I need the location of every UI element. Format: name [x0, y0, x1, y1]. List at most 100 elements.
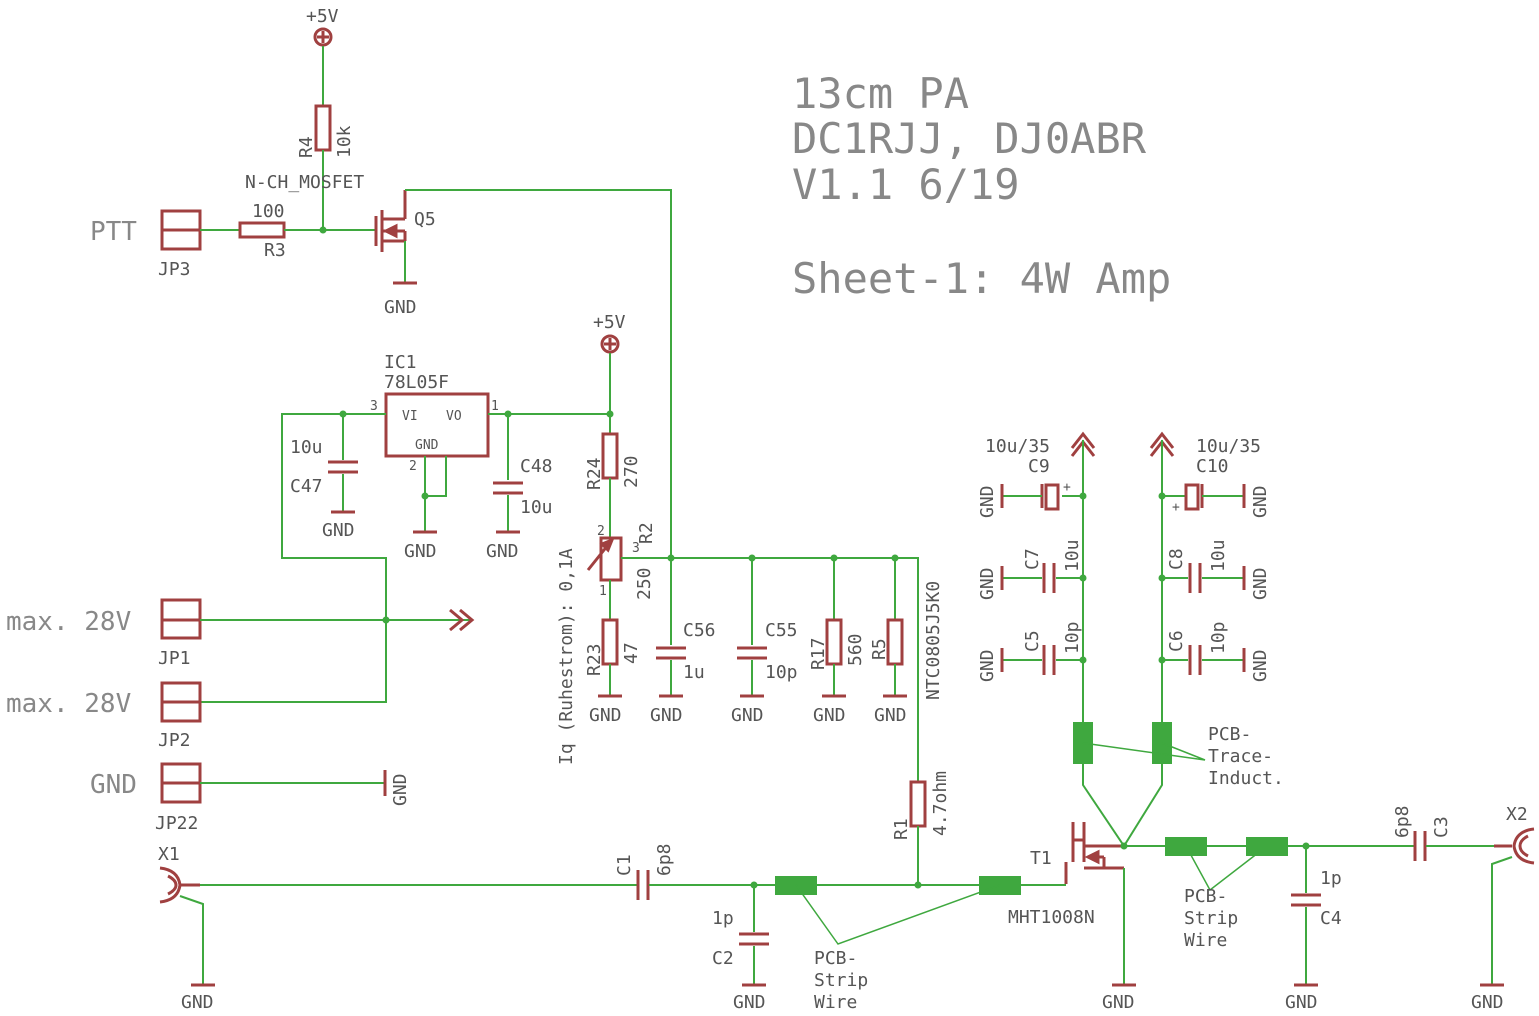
gnd-label: GND: [1285, 992, 1318, 1013]
connector-jp3: PTT JP3: [90, 209, 202, 280]
connector-x1: X1: [158, 844, 200, 904]
note-strip-wire-in: PCB- Strip Wire: [814, 948, 868, 1013]
pin-vo: VO: [446, 409, 462, 424]
gnd-label: GND: [977, 649, 998, 682]
connector-name: JP1: [158, 648, 191, 669]
part-value: 6p8: [1392, 805, 1413, 838]
part-name: C7: [1022, 548, 1043, 570]
pin-2: 2: [409, 459, 417, 474]
part-name: R23: [584, 643, 605, 676]
drain-supply-section: + 10u/35 C9 GND C7 10u GND C5 10p GND: [977, 431, 1284, 848]
capacitor-c1: C1 6p8: [614, 843, 675, 900]
bias-section: +5V R24 270 2 3 1 R2 250 Iq (Ruhestrom):…: [556, 312, 951, 885]
part-name: R24: [584, 457, 605, 490]
pin-2: 2: [597, 524, 605, 539]
pin-1: 1: [491, 399, 499, 414]
resistor-r1: R1 4.7ohm: [891, 771, 951, 840]
gnd-label: GND: [733, 992, 766, 1013]
part-name: R2: [636, 522, 657, 544]
gnd-label: GND: [486, 541, 519, 562]
part-name: C56: [683, 620, 716, 641]
capacitor-c3: 6p8 C3: [1392, 805, 1452, 861]
connector-jp2: max. 28V JP2: [6, 681, 202, 751]
part-value: 47: [621, 642, 642, 664]
gnd-label: GND: [181, 992, 214, 1013]
part-name: C2: [712, 948, 734, 969]
part-value: 4.7ohm: [930, 771, 951, 836]
note-line: PCB-: [1184, 886, 1227, 907]
part-name: C1: [614, 854, 635, 876]
pin-gnd: GND: [415, 438, 439, 453]
supply-plus5v-bias: +5V: [593, 312, 626, 354]
part-value: 10p: [1062, 621, 1083, 654]
gnd-label: GND: [650, 705, 683, 726]
title-line-1: 13cm PA: [792, 69, 969, 118]
part-value: 270: [621, 455, 642, 488]
part-name: C10: [1196, 456, 1229, 477]
connector-x2: X2: [1494, 804, 1535, 865]
svg-text:+: +: [1063, 480, 1071, 495]
part-value: 100: [252, 201, 285, 222]
part-value: 250: [634, 567, 655, 600]
bias-note: Iq (Ruhestrom): 0,1A: [556, 548, 577, 765]
part-name: R17: [808, 637, 829, 670]
part-name: C47: [290, 476, 323, 497]
connector-name: JP3: [158, 259, 191, 280]
part-value: 10u: [1062, 539, 1083, 572]
gnd-label: GND: [1250, 649, 1271, 682]
capacitor-c48: C48 10u: [493, 456, 553, 518]
thermistor-r5: R5 NTC0805J5K0: [869, 581, 944, 700]
part-value: 6p8: [654, 843, 675, 876]
capacitor-c10: + 10u/35 C10: [1172, 436, 1261, 515]
capacitor-c8: C8 10u: [1166, 539, 1229, 593]
resistor-r3: 100 R3: [238, 201, 286, 261]
gnd-label: GND: [322, 520, 355, 541]
connector-jp1: max. 28V JP1: [6, 598, 202, 669]
connector-name: JP2: [158, 730, 191, 751]
capacitor-c56: C56 1u: [656, 620, 716, 683]
note-strip-wire-out: PCB- Strip Wire: [1184, 886, 1238, 951]
supply-label: +5V: [593, 312, 626, 333]
part-name: IC1: [384, 352, 417, 373]
supply-plus5v-top: +5V: [306, 6, 339, 47]
note-line: Induct.: [1208, 768, 1284, 789]
connector-label: max. 28V: [6, 607, 131, 637]
ptt-section: +5V R4 10k PTT JP3 100 R3: [90, 6, 672, 558]
part-value: 10u/35: [1196, 436, 1261, 457]
supply-label: +5V: [306, 6, 339, 27]
capacitor-c7: C7 10u: [1022, 539, 1083, 593]
gnd-label: GND: [1102, 992, 1135, 1013]
note-line: Strip: [814, 970, 868, 991]
connector-name: X1: [158, 844, 180, 865]
part-name: C8: [1166, 548, 1187, 570]
rf-output-section: PCB- Strip Wire 1p C4 GND 6p8 C3 X2: [1120, 804, 1535, 1013]
note-line: Trace-: [1208, 746, 1273, 767]
gnd-label: GND: [813, 705, 846, 726]
connector-label: GND: [90, 770, 137, 800]
capacitor-c4: 1p C4: [1291, 868, 1342, 929]
connector-jp22: GND JP22: [90, 762, 202, 834]
regulator-section: VI VO GND IC1 78L05F 3 1 2 10u C47 GND G…: [200, 352, 612, 703]
part-value: 1p: [712, 908, 734, 929]
note-line: Strip: [1184, 908, 1238, 929]
gnd-label: GND: [977, 485, 998, 518]
gnd-label: GND: [874, 705, 907, 726]
gnd-label: GND: [1250, 485, 1271, 518]
part-name: C9: [1028, 456, 1050, 477]
gnd-label: GND: [1250, 567, 1271, 600]
part-name: R5: [869, 638, 890, 660]
gnd-label: GND: [390, 773, 411, 806]
part-name: T1: [1030, 848, 1052, 869]
part-name: Q5: [414, 209, 436, 230]
svg-text:+: +: [1172, 500, 1180, 515]
power-input-section: max. 28V JP1 max. 28V JP2 GND JP22 GND: [6, 598, 475, 834]
part-value: N-CH_MOSFET: [245, 172, 364, 193]
part-value: 1u: [683, 662, 705, 683]
resistor-r23: R23 47: [584, 618, 642, 676]
pin-1: 1: [599, 584, 607, 599]
resistor-r4: R4 10k: [296, 104, 355, 158]
connector-name: X2: [1506, 804, 1528, 825]
gnd-label: GND: [731, 705, 764, 726]
capacitor-c2: 1p C2: [712, 908, 769, 969]
